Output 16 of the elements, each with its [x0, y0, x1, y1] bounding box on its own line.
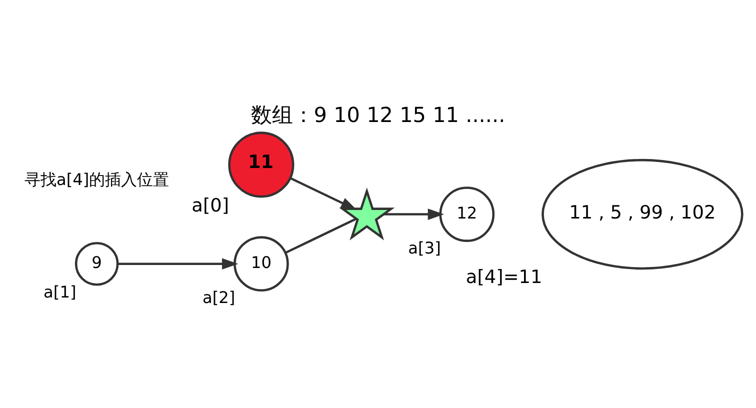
connector [284, 218, 356, 254]
node-circle: 9 [74, 242, 119, 286]
arrow [290, 177, 358, 210]
node-circle: 11 [228, 132, 294, 198]
arrow [118, 258, 238, 270]
node-label: a[1] [44, 282, 76, 302]
node-circle: 10 [234, 236, 289, 292]
node-circle: 12 [439, 186, 495, 242]
node-ellipse: 11 , 5 , 99 , 102 [542, 158, 744, 270]
node-label: a[2] [202, 288, 236, 308]
label: 寻找a[4]的插入位置 [24, 170, 170, 190]
node-label: a[4]=11 [466, 267, 542, 288]
diagram-title: 数组：9 10 12 15 11 ...... [250, 102, 506, 127]
node-label: a[0] [192, 195, 230, 216]
arrow [384, 208, 444, 220]
node-label: a[3] [408, 238, 441, 258]
